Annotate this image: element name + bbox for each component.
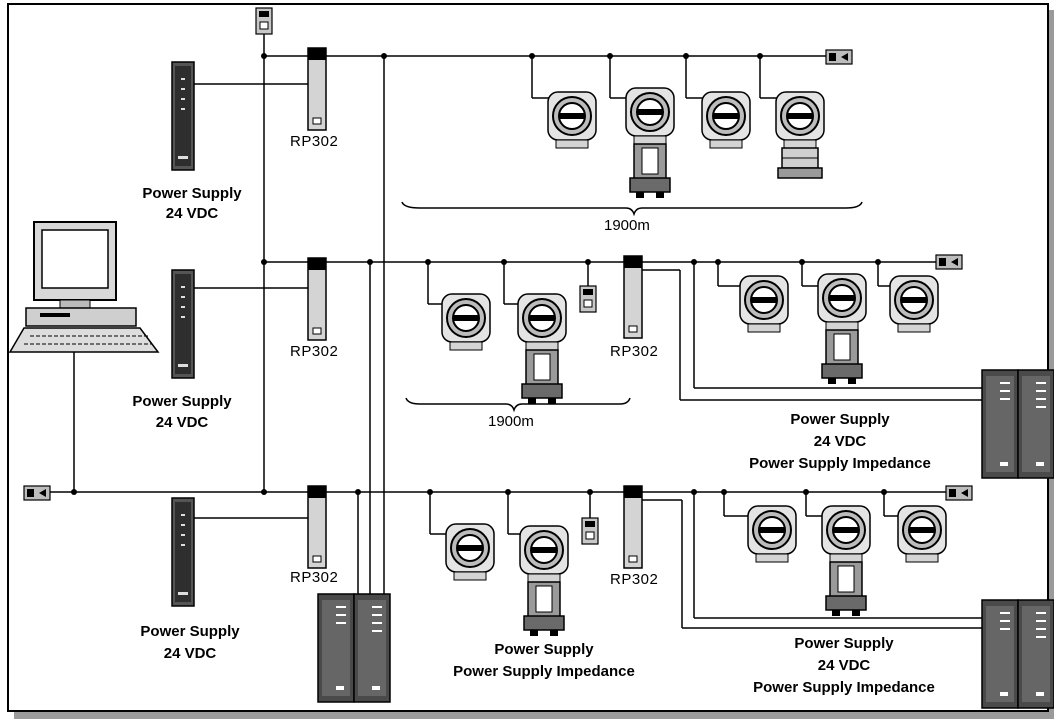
terminator-icon (945, 485, 973, 501)
transmitter-icon (739, 275, 789, 333)
power-supply-icon (171, 61, 195, 171)
transmitter-icon (445, 523, 495, 581)
transmitter-icon (747, 505, 797, 563)
repeater-icon (623, 485, 643, 569)
psi-voltage-label: 24 VDC (818, 657, 871, 674)
repeater-icon (307, 257, 327, 341)
psi-impedance-label: Power Supply Impedance (753, 679, 935, 696)
power-supply-voltage-label: 24 VDC (156, 414, 209, 431)
coupler-icon (581, 517, 599, 545)
flange-transmitter-icon (776, 92, 824, 178)
repeater-label: RP302 (610, 343, 658, 360)
psi-voltage-label: 24 VDC (814, 433, 867, 450)
coupler-icon (579, 285, 597, 313)
repeater-icon (307, 485, 327, 569)
power-supply-icon (171, 497, 195, 607)
power-supply-label: Power Supply (140, 623, 240, 640)
computer-icon (8, 221, 160, 353)
psi-label: Power Supply (494, 641, 594, 658)
transmitter-icon (441, 293, 491, 351)
repeater-label: RP302 (290, 569, 338, 586)
wiring (44, 28, 982, 629)
power-supply-label: Power Supply (142, 185, 242, 202)
terminator-icon (825, 49, 853, 65)
distance-label: 1900m (488, 413, 534, 430)
transmitter-icon (897, 505, 947, 563)
power-supply-impedance-icon (981, 369, 1054, 479)
repeater-label: RP302 (290, 343, 338, 360)
repeater-icon (307, 47, 327, 131)
coupler-icon (255, 7, 273, 35)
transmitter-icon (701, 91, 751, 149)
psi-impedance-label: Power Supply Impedance (453, 663, 635, 680)
power-supply-voltage-label: 24 VDC (166, 205, 219, 222)
terminator-icon (23, 485, 51, 501)
transmitter-icon (889, 275, 939, 333)
terminator-icon (935, 254, 963, 270)
psi-label: Power Supply (794, 635, 894, 652)
repeater-label: RP302 (610, 571, 658, 588)
junction-dots (71, 53, 887, 495)
repeater-icon (623, 255, 643, 339)
power-supply-label: Power Supply (132, 393, 232, 410)
transmitter-icon (547, 91, 597, 149)
power-supply-impedance-icon (317, 593, 391, 703)
power-supply-icon (171, 269, 195, 379)
psi-label: Power Supply (790, 411, 890, 428)
power-supply-voltage-label: 24 VDC (164, 645, 217, 662)
repeater-label: RP302 (290, 133, 338, 150)
power-supply-impedance-icon (981, 599, 1054, 709)
distance-label: 1900m (604, 217, 650, 234)
psi-impedance-label: Power Supply Impedance (749, 455, 931, 472)
